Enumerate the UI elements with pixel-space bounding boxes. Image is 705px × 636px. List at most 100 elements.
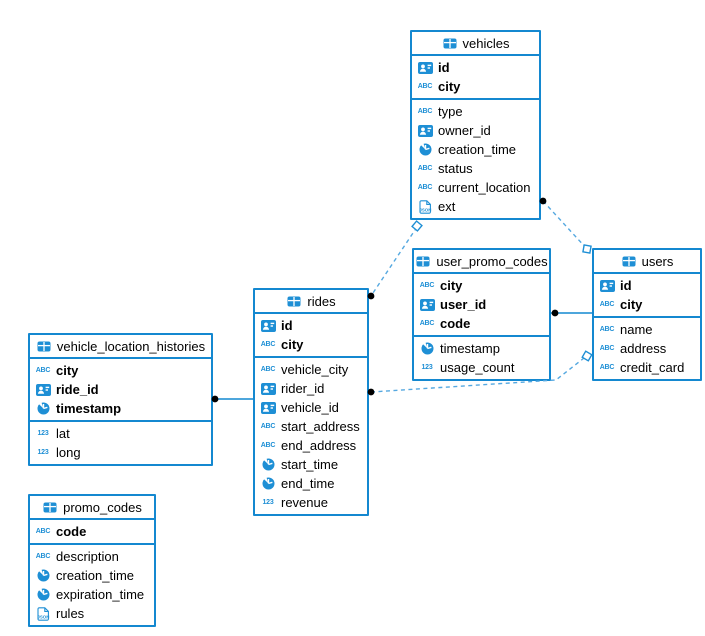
- column-name: long: [56, 445, 81, 460]
- column-name: ext: [438, 199, 456, 214]
- string-type-icon: ABC: [35, 528, 51, 535]
- table-title: users: [641, 253, 674, 269]
- string-type-icon: ABC: [417, 165, 433, 172]
- column-name: creation_time: [438, 142, 517, 157]
- column-name: code: [56, 524, 87, 539]
- column-row[interactable]: ABC code: [30, 522, 154, 541]
- table-header[interactable]: user_promo_codes: [414, 250, 549, 274]
- column-name: user_id: [440, 297, 487, 312]
- string-type-icon: ABC: [599, 326, 615, 333]
- column-row[interactable]: rider_id: [255, 379, 367, 398]
- table-vehicle-location-histories[interactable]: vehicle_location_histories ABC city ride_i…: [28, 333, 213, 466]
- column-name: timestamp: [440, 341, 500, 356]
- column-row[interactable]: creation_time: [412, 140, 539, 159]
- relationship-dot-endpoint: [551, 309, 559, 317]
- table-title: vehicle_location_histories: [56, 338, 206, 354]
- table-title: user_promo_codes: [436, 253, 548, 269]
- relationship-line: [539, 197, 592, 254]
- timestamp-type-icon: [417, 143, 433, 156]
- table-header[interactable]: users: [594, 250, 700, 274]
- table-icon: [415, 256, 431, 267]
- column-name: city: [56, 363, 79, 378]
- table-header[interactable]: rides: [255, 290, 367, 314]
- column-row[interactable]: id: [255, 316, 367, 335]
- column-row[interactable]: ride_id: [30, 380, 211, 399]
- string-type-icon: ABC: [419, 320, 435, 327]
- table-title: vehicles: [462, 35, 510, 51]
- column-row[interactable]: expiration_time: [30, 585, 154, 604]
- column-name: city: [620, 297, 643, 312]
- column-name: expiration_time: [56, 587, 145, 602]
- column-row[interactable]: owner_id: [412, 121, 539, 140]
- timestamp-type-icon: [35, 588, 51, 601]
- column-row[interactable]: 123 long: [30, 443, 211, 462]
- primary-key-section: ABC code: [30, 520, 154, 543]
- number-type-icon: 123: [37, 430, 49, 437]
- string-type-icon: ABC: [417, 83, 433, 90]
- timestamp-type-icon: [260, 477, 276, 490]
- relationship-diamond-endpoint: [581, 350, 593, 362]
- string-type-icon: ABC: [35, 553, 51, 560]
- column-row[interactable]: start_time: [255, 455, 367, 474]
- json-type-icon: JSON: [417, 199, 433, 214]
- column-row[interactable]: vehicle_id: [255, 398, 367, 417]
- column-row[interactable]: timestamp: [30, 399, 211, 418]
- column-row[interactable]: end_time: [255, 474, 367, 493]
- table-promo-codes[interactable]: promo_codes ABC code ABC description creati…: [28, 494, 156, 627]
- uuid-type-icon: [35, 383, 51, 396]
- column-name: id: [438, 60, 450, 75]
- table-header[interactable]: promo_codes: [30, 496, 154, 520]
- column-name: address: [620, 341, 667, 356]
- uuid-type-icon: [260, 401, 276, 414]
- table-header[interactable]: vehicles: [412, 32, 539, 56]
- column-name: owner_id: [438, 123, 491, 138]
- column-row[interactable]: ABC city: [30, 361, 211, 380]
- column-row[interactable]: creation_time: [30, 566, 154, 585]
- string-type-icon: ABC: [35, 367, 51, 374]
- number-type-icon: 123: [37, 449, 49, 456]
- column-name: current_location: [438, 180, 531, 195]
- column-name: vehicle_id: [281, 400, 339, 415]
- table-title: promo_codes: [63, 499, 142, 515]
- string-type-icon: ABC: [260, 423, 276, 430]
- column-row[interactable]: timestamp: [414, 339, 549, 358]
- column-name: description: [56, 549, 119, 564]
- column-row[interactable]: JSON ext: [412, 197, 539, 216]
- table-header[interactable]: vehicle_location_histories: [30, 335, 211, 359]
- table-icon: [621, 256, 637, 267]
- number-type-icon: 123: [421, 364, 433, 371]
- column-row[interactable]: ABC description: [30, 547, 154, 566]
- column-row[interactable]: user_id: [414, 295, 549, 314]
- uuid-type-icon: [417, 61, 433, 74]
- column-row[interactable]: id: [412, 58, 539, 77]
- column-name: vehicle_city: [281, 362, 349, 377]
- column-row[interactable]: id: [594, 276, 700, 295]
